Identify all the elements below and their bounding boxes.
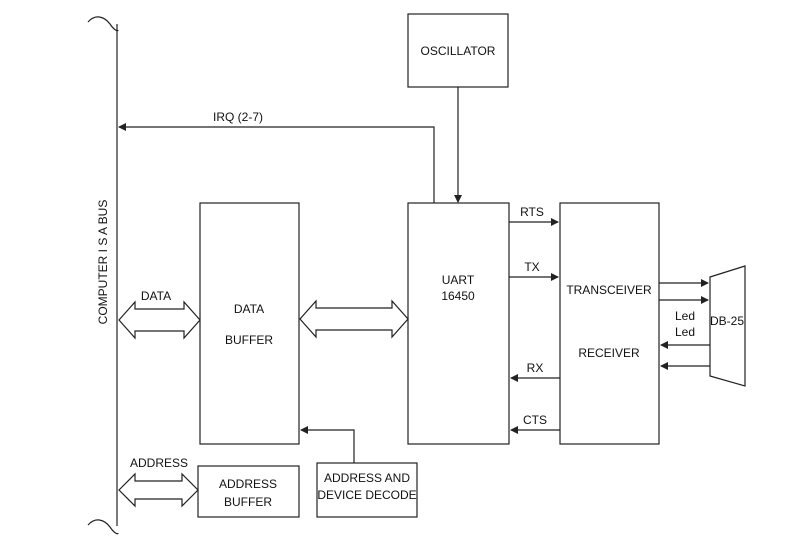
led-label-2: Led <box>675 325 695 339</box>
address-decode-label-2: DEVICE DECODE <box>317 488 416 502</box>
isa-bus: COMPUTER I S A BUS <box>87 16 119 535</box>
address-buffer-block <box>197 465 300 518</box>
irq-label: IRQ (2-7) <box>213 110 263 124</box>
rx-label: RX <box>527 361 544 375</box>
transceiver-block <box>559 202 660 445</box>
data-label: DATA <box>141 289 171 303</box>
address-decode-block <box>316 462 418 518</box>
transceiver-label-1: TRANSCEIVER <box>566 283 652 297</box>
decode-select-arrow <box>300 426 355 463</box>
tx-label: TX <box>524 260 539 274</box>
address-decode-label-1: ADDRESS AND <box>324 471 410 485</box>
uart-label-2: 16450 <box>441 289 475 303</box>
data-buffer-label-1: DATA <box>234 302 264 316</box>
buffer-uart-double-arrow <box>299 299 409 339</box>
data-buffer-block <box>199 202 300 445</box>
transceiver-label-2: RECEIVER <box>578 346 640 360</box>
led-label-1: Led <box>675 309 695 323</box>
uart-block <box>407 202 510 445</box>
address-bus-double-arrow <box>118 472 199 508</box>
address-buffer-label-1: ADDRESS <box>219 477 277 491</box>
uart-label-1: UART <box>442 273 475 287</box>
address-label: ADDRESS <box>130 456 188 470</box>
rts-label: RTS <box>520 205 544 219</box>
oscillator-label: OSCILLATOR <box>421 44 496 58</box>
db25-label: DB-25 <box>710 314 744 328</box>
data-bus-double-arrow <box>118 300 201 340</box>
address-buffer-label-2: BUFFER <box>224 495 272 509</box>
irq-arrow <box>118 123 435 203</box>
cts-label: CTS <box>523 413 547 427</box>
data-buffer-label-2: BUFFER <box>225 333 273 347</box>
db25-connector <box>709 265 746 387</box>
isa-bus-label: COMPUTER I S A BUS <box>96 200 110 325</box>
